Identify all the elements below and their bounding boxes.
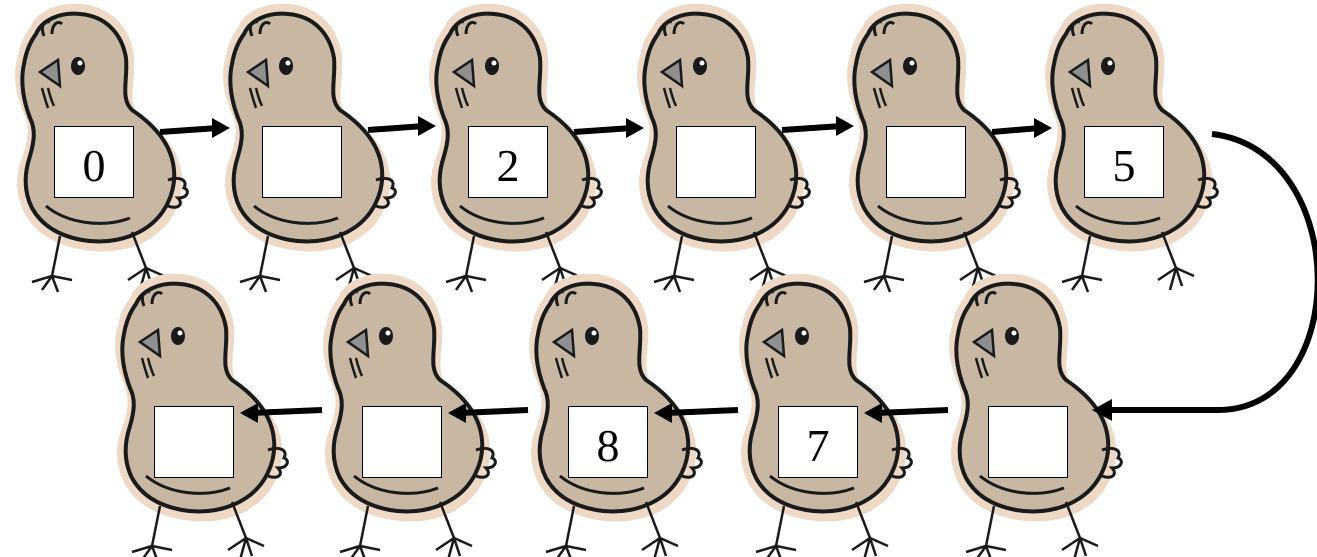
number-box[interactable] [676,126,756,198]
number-box[interactable]: 0 [54,126,134,198]
arrow-icon [573,118,644,138]
number-box[interactable]: 2 [468,126,548,198]
number-box[interactable]: 8 [568,406,648,478]
arrow-icon [240,403,323,423]
arrow-icon [654,403,739,423]
number-box[interactable] [988,406,1068,478]
arrow-icon [864,403,949,423]
arrow-icon [367,116,436,136]
arrow-icon [1092,399,1112,421]
number-box[interactable] [362,406,442,478]
arrow-icon [159,118,230,138]
arrow-icon [448,403,529,423]
number-box[interactable]: 7 [778,406,858,478]
number-box[interactable] [886,126,966,198]
curved-connector [1112,131,1317,413]
number-box[interactable]: 5 [1084,126,1164,198]
arrow-icon [991,118,1052,138]
number-box[interactable] [262,126,342,198]
number-box[interactable] [154,406,234,478]
arrow-icon [781,116,854,136]
